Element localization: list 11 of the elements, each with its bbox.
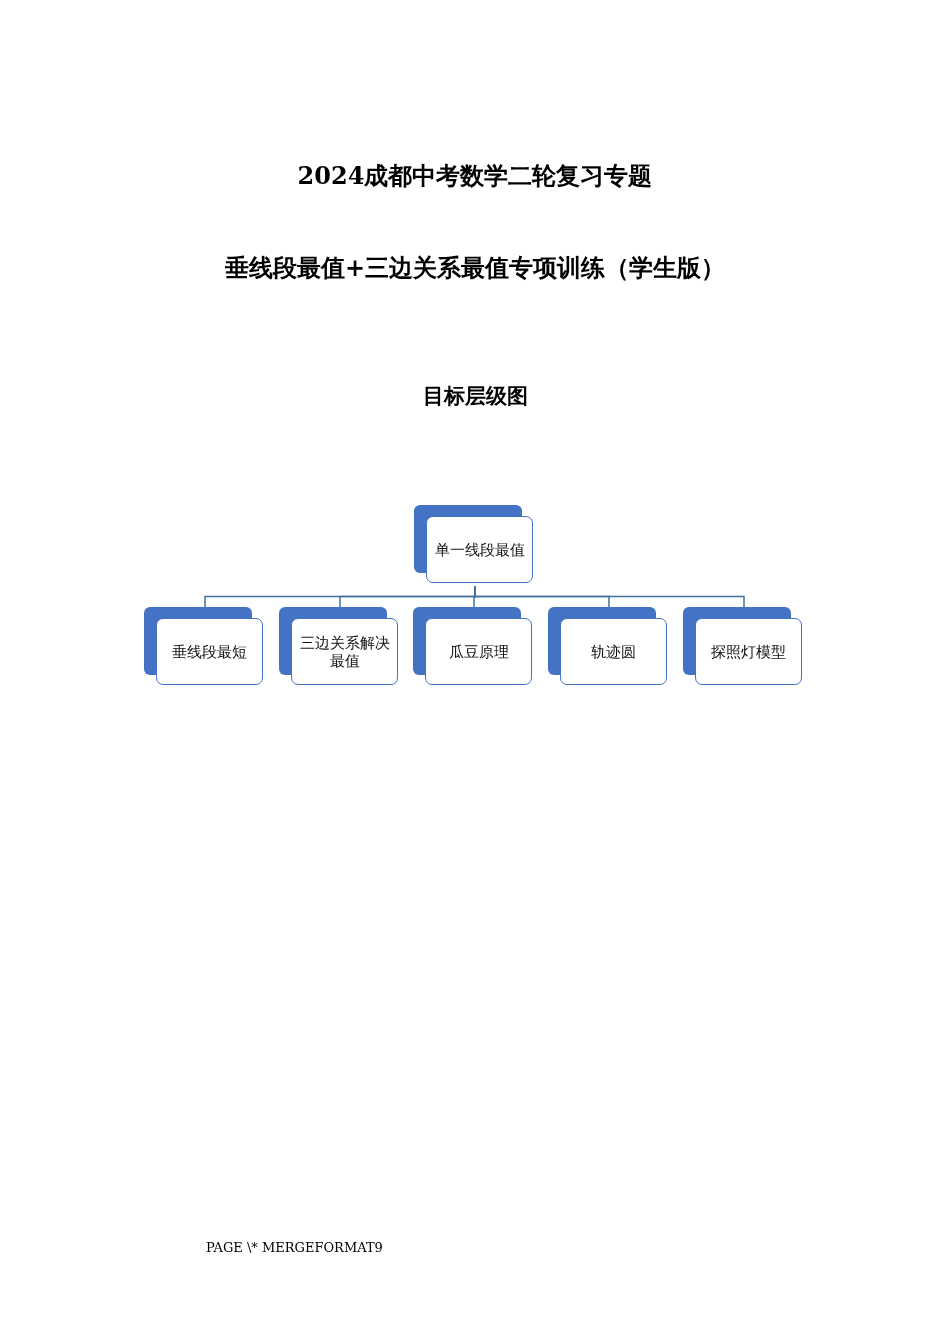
text-box: 探照灯模型 <box>695 618 802 685</box>
heading: 目标层级图 <box>421 382 529 410</box>
text-box: 瓜豆原理 <box>425 618 532 685</box>
title: 2024成都中考数学二轮复习专题 <box>296 160 654 192</box>
text-box: 三边关系解决最值 <box>291 618 398 685</box>
page-footer: PAGE \* MERGEFORMAT9 <box>206 1240 383 1255</box>
connector-line <box>474 585 745 608</box>
text-box: 轨迹圆 <box>560 618 667 685</box>
subtitle: 垂线段最值+三边关系最值专项训练（学生版） <box>223 252 727 284</box>
text-box: 垂线段最短 <box>156 618 263 685</box>
text-box: 单一线段最值 <box>426 516 533 583</box>
